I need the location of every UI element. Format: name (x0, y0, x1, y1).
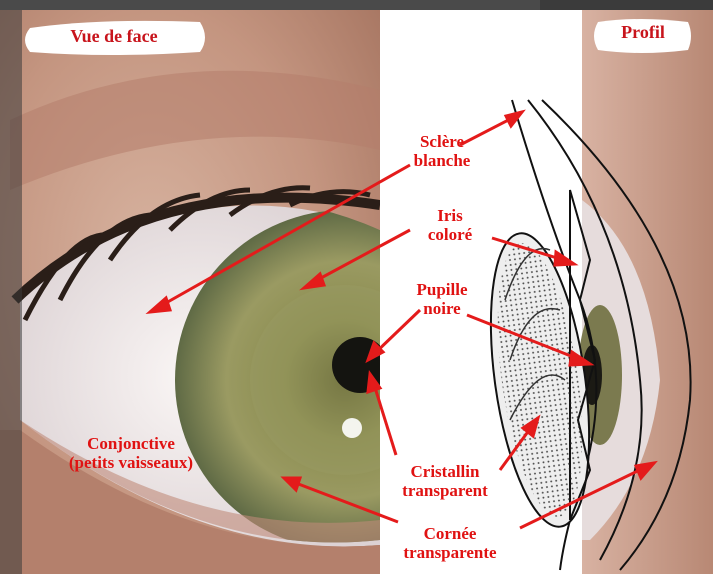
label-sclere: Sclère blanche (392, 132, 492, 170)
label-iris: Iris coloré (400, 206, 500, 244)
label-cornee: Cornée transparente (382, 524, 518, 562)
label-conjonctive: Conjonctive (petits vaisseaux) (38, 434, 224, 472)
label-pupille: Pupille noire (392, 280, 492, 318)
view-title-profile: Profil (600, 22, 686, 43)
view-title-front: Vue de face (34, 26, 194, 47)
label-cristallin: Cristallin transparent (382, 462, 508, 500)
